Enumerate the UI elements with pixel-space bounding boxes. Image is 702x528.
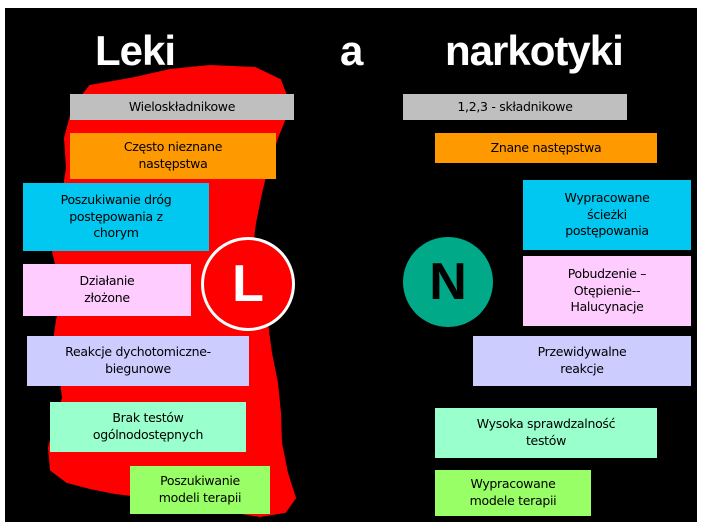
leki-box-brak-testow: Brak testów ogólnodostępnych — [50, 402, 246, 452]
nark-box-sciezki-postepowania: Wypracowane ścieżki postępowania — [523, 180, 691, 250]
leki-box-wieloskladnikowe: Wieloskładnikowe — [70, 94, 294, 120]
leki-box-poszukiwanie-drog: Poszukiwanie dróg postępowania z chorym — [23, 183, 209, 251]
leki-badge-letter: L — [232, 255, 264, 313]
title-narkotyki: narkotyki — [445, 27, 624, 74]
nark-box-modele-terapii: Wypracowane modele terapii — [435, 470, 591, 516]
leki-box-reakcje-dychotomiczne: Reakcje dychotomiczne- biegunowe — [27, 336, 249, 386]
title-a: a — [340, 27, 363, 74]
title-leki: Leki — [95, 27, 176, 74]
nark-box-sprawdzalnosc-testow: Wysoka sprawdzalność testów — [435, 408, 657, 458]
slide: Leki a narkotyki Wieloskładnikowe Często… — [5, 8, 697, 522]
leki-box-dzialanie-zlozone: Działanie złożone — [23, 264, 191, 316]
leki-box-nieznane-nastepstwa: Często nieznane następstwa — [70, 133, 276, 179]
leki-badge-circle: L — [201, 237, 295, 331]
nark-box-przewidywalne-reakcje: Przewidywalne reakcje — [473, 336, 691, 386]
leki-box-poszukiwanie-modeli: Poszukiwanie modeli terapii — [130, 466, 270, 514]
narkotyki-badge-circle: N — [403, 237, 493, 327]
nark-box-znane-nastepstwa: Znane następstwa — [435, 133, 657, 163]
narkotyki-badge-letter: N — [429, 253, 467, 311]
nark-box-skladnikowe: 1,2,3 - składnikowe — [403, 94, 627, 120]
nark-box-pobudzenie: Pobudzenie – Otępienie-- Halucynacje — [523, 256, 691, 326]
